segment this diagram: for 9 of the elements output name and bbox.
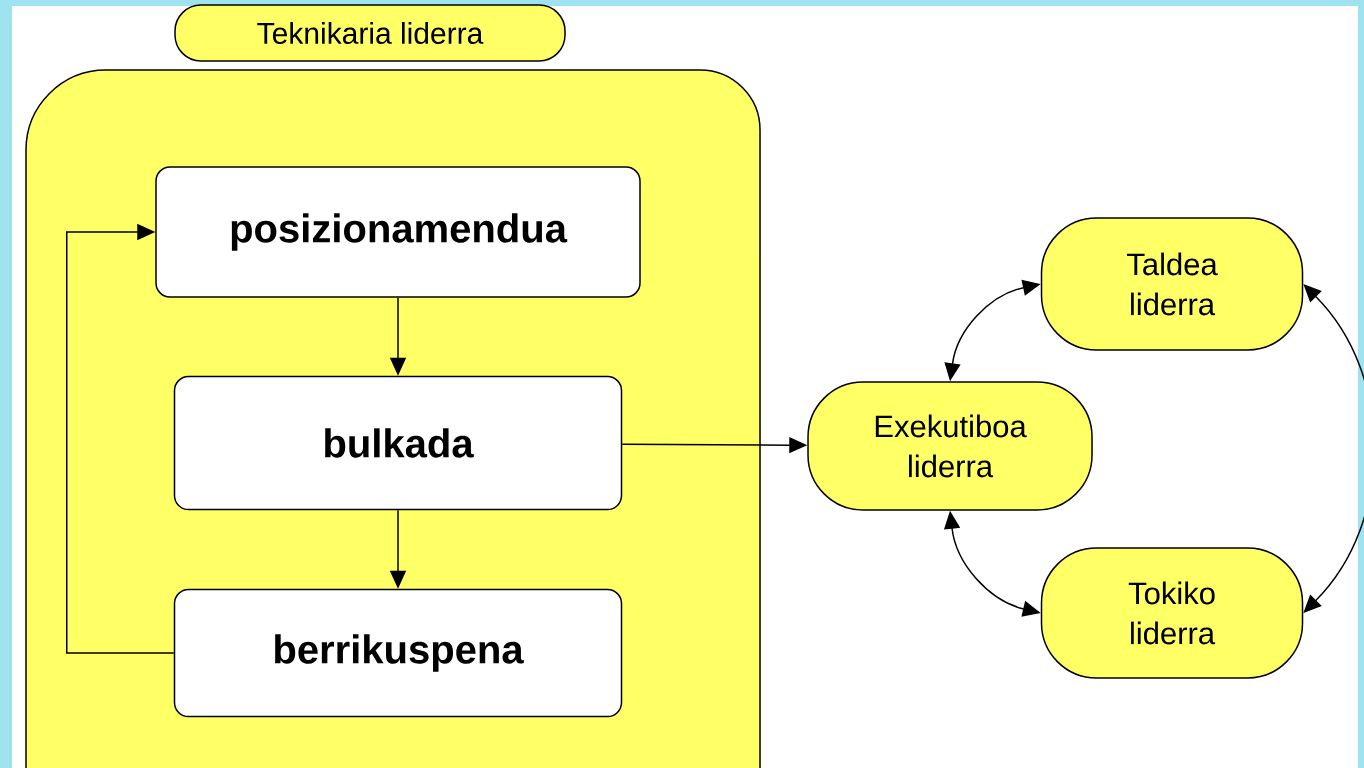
- arrow: [1303, 284, 1364, 613]
- role-pill: Tokiko liderra: [1040, 547, 1304, 679]
- role-pill: Taldea liderra: [1040, 217, 1304, 351]
- role-pill: Exekutiboa liderra: [807, 381, 1093, 511]
- node-label: Teknikaria liderra: [257, 21, 484, 45]
- process-box: posizionamendua: [155, 166, 641, 298]
- arrow: [66, 223, 175, 654]
- process-box: berrikuspena: [173, 588, 623, 718]
- process-box: bulkada: [173, 375, 623, 511]
